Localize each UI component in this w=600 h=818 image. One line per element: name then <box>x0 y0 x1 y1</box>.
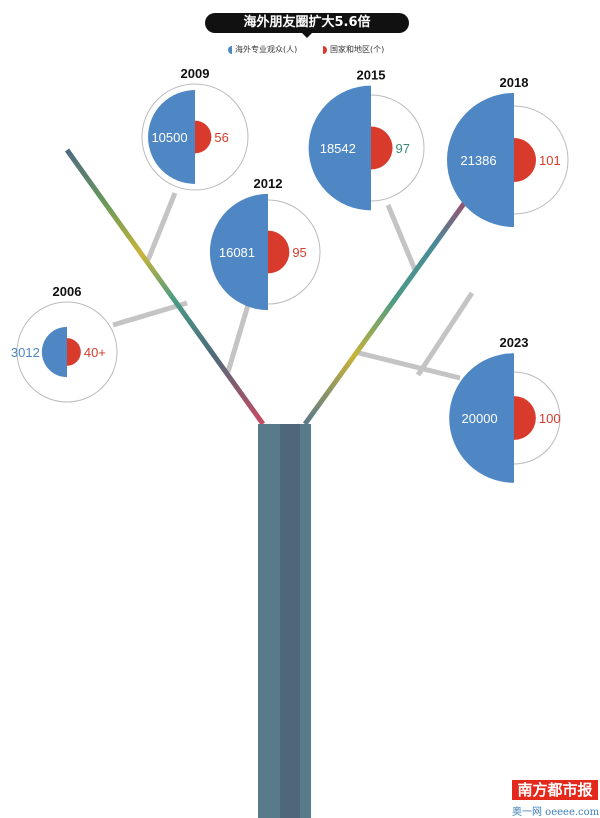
red-half-icon <box>323 45 327 54</box>
bubble-2012: 2012 16081 95 <box>209 176 321 311</box>
legend-label: 国家和地区(个) <box>330 45 385 54</box>
bubble-2018: 2018 21386 101 <box>447 75 569 227</box>
audience-half <box>209 193 268 311</box>
twig <box>415 291 475 377</box>
year-label: 2023 <box>500 335 529 350</box>
countries-half <box>514 138 536 182</box>
audience-value: 3012 <box>11 345 40 360</box>
connector-2009 <box>145 192 178 261</box>
year-label: 2006 <box>53 284 82 299</box>
countries-half <box>195 120 212 154</box>
blue-half-icon <box>228 45 232 54</box>
legend-label: 海外专业观众(人) <box>235 45 298 54</box>
countries-value: 100 <box>539 411 561 426</box>
audience-half <box>41 326 67 378</box>
connector-2015 <box>385 204 418 271</box>
year-label: 2018 <box>500 75 529 90</box>
audience-value: 18542 <box>320 141 356 156</box>
countries-value: 97 <box>396 141 410 156</box>
connector-2012 <box>225 304 251 373</box>
countries-half <box>371 126 393 170</box>
trunk-stripe <box>280 424 300 818</box>
audience-half <box>308 85 371 211</box>
countries-value: 101 <box>539 153 561 168</box>
bubble-2015: 2015 18542 97 <box>308 68 425 211</box>
connector-2006 <box>112 300 188 328</box>
site-watermark: 奥一网 oeeee.com <box>512 807 600 818</box>
connectors <box>112 192 475 381</box>
connector-2023 <box>354 349 461 381</box>
countries-half <box>268 230 290 274</box>
left-branch <box>64 148 266 426</box>
audience-value: 10500 <box>151 130 187 145</box>
countries-value: 95 <box>292 245 306 260</box>
chart-title: 海外朋友圈扩大5.6倍 <box>205 13 409 38</box>
audience-value: 20000 <box>462 411 498 426</box>
legend-countries: 国家和地区(个) <box>323 44 384 55</box>
countries-half <box>67 338 81 366</box>
audience-value: 21386 <box>460 153 496 168</box>
legend-audience: 海外专业观众(人) <box>228 44 297 55</box>
countries-value: 56 <box>214 130 228 145</box>
audience-value: 16081 <box>219 245 255 260</box>
bubble-2009: 2009 10500 56 <box>141 66 249 191</box>
bubble-2023: 2023 20000 100 <box>449 335 561 483</box>
countries-half <box>514 396 536 440</box>
audience-half <box>449 353 514 483</box>
year-label: 2009 <box>181 66 210 81</box>
year-label: 2012 <box>254 176 283 191</box>
year-label: 2015 <box>357 68 386 83</box>
brand-logo: 南方都市报 <box>512 780 598 800</box>
audience-half <box>148 90 195 184</box>
audience-half <box>447 93 514 227</box>
bubble-2006: 2006 3012 40+ <box>11 284 118 403</box>
right-branch <box>302 196 471 426</box>
countries-value: 40+ <box>84 345 106 360</box>
